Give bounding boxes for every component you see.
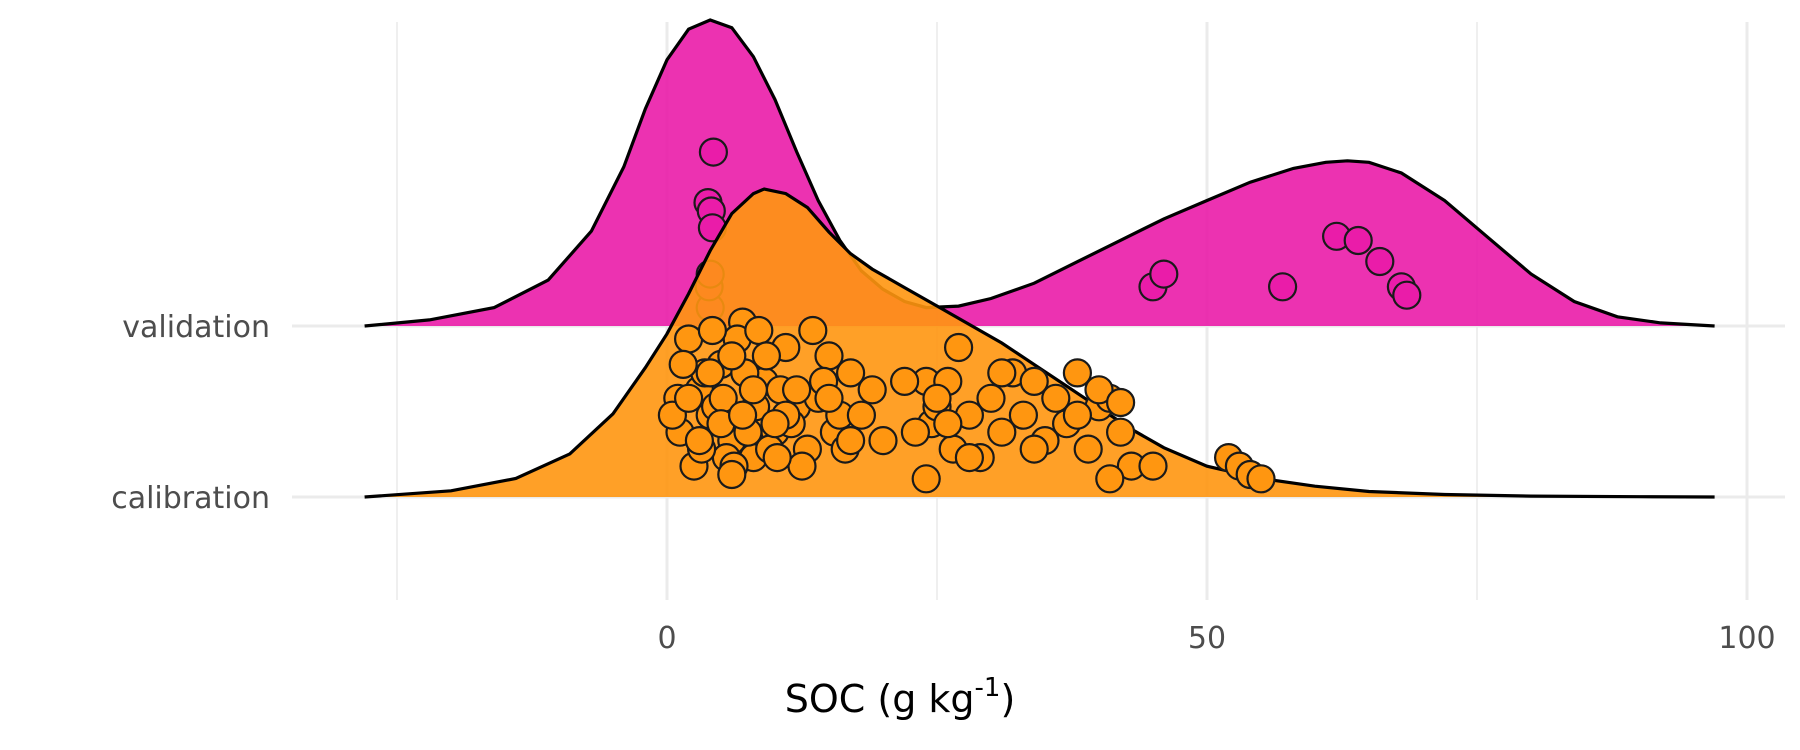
data-point-calibration [717, 341, 747, 371]
data-point-calibration [1041, 383, 1071, 413]
data-point-calibration [760, 409, 790, 439]
x-tick-label: 0 [657, 621, 676, 656]
data-point-calibration [697, 315, 728, 346]
data-point-calibration [781, 375, 812, 405]
data-point-calibration [1105, 417, 1136, 447]
data-point-calibration [798, 315, 828, 346]
data-point-calibration [762, 443, 792, 473]
data-point-calibration [1019, 366, 1049, 396]
data-point-calibration [727, 400, 758, 430]
data-point-calibration [1138, 451, 1168, 481]
data-point-calibration [943, 332, 974, 363]
data-point-validation [1343, 225, 1373, 256]
data-point-calibration [751, 341, 782, 371]
data-point-calibration [1246, 464, 1276, 494]
data-point-calibration [857, 375, 887, 405]
data-point-calibration [695, 358, 725, 388]
y-label-validation: validation [122, 310, 270, 345]
data-point-calibration [868, 426, 898, 456]
x-axis-tick-labels: 0 50 100 [657, 621, 1775, 656]
data-point-calibration [900, 417, 931, 447]
data-point-calibration [1062, 400, 1093, 430]
data-point-validation [1149, 259, 1179, 289]
y-axis-labels: calibration validation [111, 310, 270, 516]
data-point-calibration [668, 349, 698, 379]
data-point-calibration [738, 375, 769, 405]
data-point-calibration [1105, 387, 1136, 418]
data-point-calibration [1008, 400, 1039, 430]
data-point-calibration [933, 409, 963, 439]
ridge-validation [364, 18, 1715, 328]
data-point-calibration [987, 417, 1017, 447]
ridge-calibration [364, 187, 1715, 499]
data-point-calibration [889, 366, 920, 396]
data-point-validation [698, 137, 729, 167]
data-point-calibration [787, 451, 817, 481]
y-label-calibration: calibration [111, 481, 270, 516]
data-point-calibration [1019, 434, 1049, 464]
data-point-calibration [987, 358, 1017, 388]
data-point-calibration [835, 426, 866, 456]
data-point-calibration [1084, 375, 1114, 405]
x-tick-label: 100 [1718, 621, 1775, 656]
data-point-calibration [954, 443, 985, 473]
data-point-validation [1392, 280, 1422, 310]
data-point-calibration [1095, 464, 1125, 494]
data-point-calibration [814, 383, 844, 413]
data-point-calibration [673, 383, 704, 413]
data-point-calibration [717, 459, 747, 490]
density-line-calibration [364, 187, 1715, 499]
data-point-calibration [1062, 358, 1093, 388]
density-ridges [364, 18, 1715, 499]
data-point-calibration [846, 400, 877, 430]
x-tick-label: 50 [1188, 621, 1226, 656]
x-axis-title: SOC (g kg-1) [785, 673, 1016, 721]
data-point-calibration [922, 383, 952, 413]
data-point-validation [1365, 246, 1395, 277]
data-point-validation [1267, 272, 1298, 302]
data-point-calibration [1073, 434, 1103, 464]
data-point-calibration [911, 464, 941, 494]
data-point-calibration [684, 426, 715, 456]
data-point-calibration [835, 358, 866, 388]
density-line-validation [364, 18, 1715, 328]
data-point-calibration [744, 315, 774, 346]
data-point-calibration [976, 383, 1006, 413]
